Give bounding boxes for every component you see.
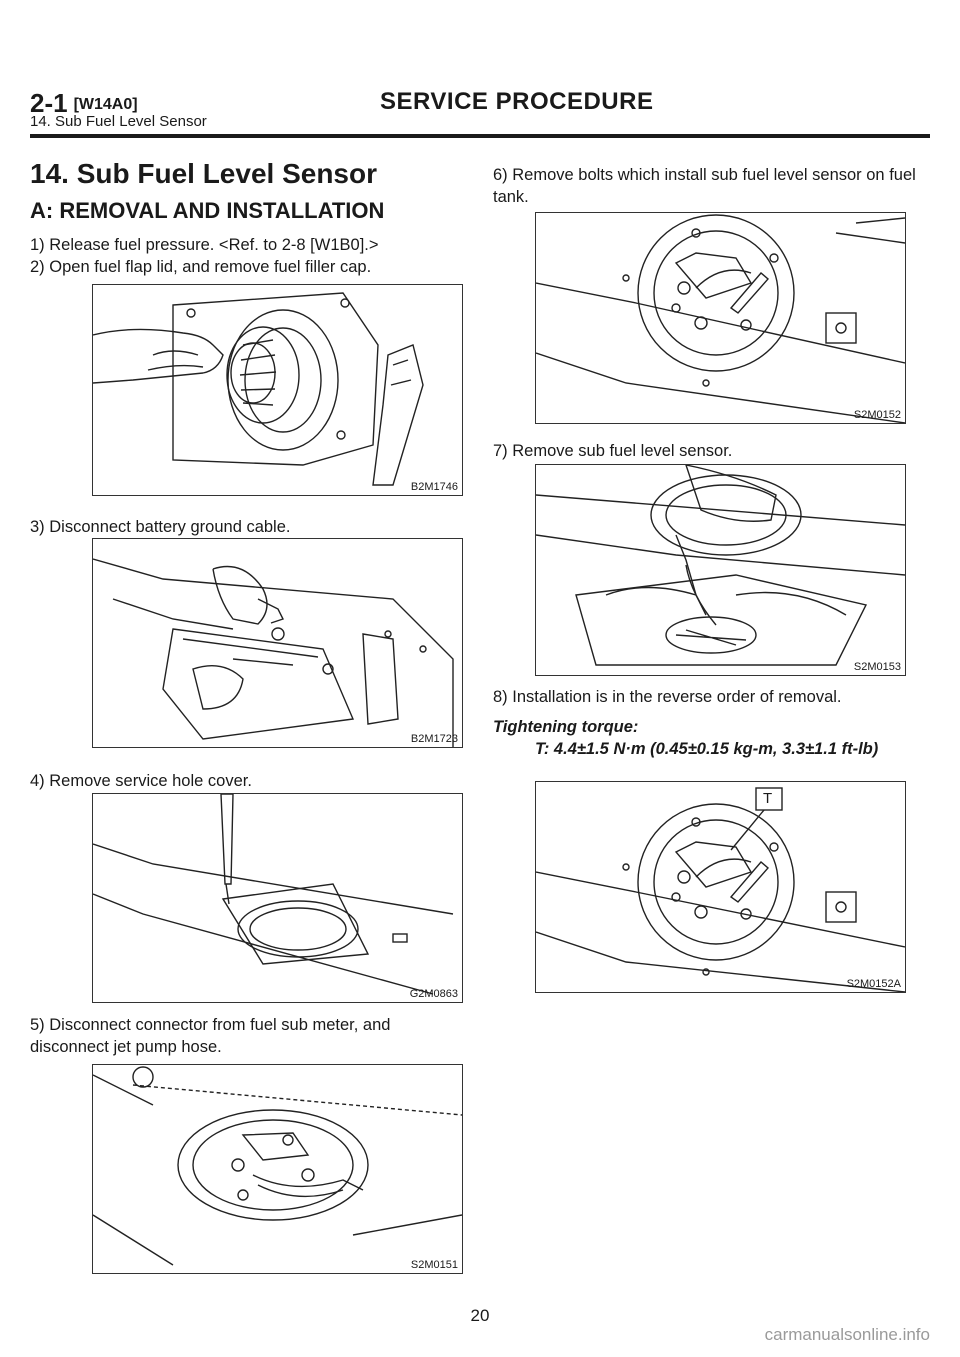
page-category-title: SERVICE PROCEDURE bbox=[380, 88, 654, 115]
page-subtitle: 14. Sub Fuel Level Sensor bbox=[30, 113, 207, 130]
installation-illustration bbox=[536, 787, 905, 992]
remove-sensor-illustration bbox=[536, 465, 905, 666]
figure-id: S2M0153 bbox=[853, 661, 901, 673]
section-heading: A: REMOVAL AND INSTALLATION bbox=[30, 198, 385, 223]
step-3: 3) Disconnect battery ground cable. bbox=[30, 518, 291, 536]
section-code: 2-1 [W14A0] bbox=[30, 88, 138, 119]
tightening-torque: Tightening torque: T: 4.4±1.5 N·m (0.45±… bbox=[493, 716, 913, 760]
step-8: 8) Installation is in the reverse order … bbox=[493, 688, 842, 706]
filler-cap-illustration bbox=[93, 292, 424, 486]
figure-id: G2M0863 bbox=[409, 988, 458, 1000]
watermark: carmanualsonline.info bbox=[764, 1325, 930, 1344]
header-divider bbox=[30, 134, 930, 138]
step-7: 7) Remove sub fuel level sensor. bbox=[493, 442, 733, 460]
torque-label: Tightening torque: bbox=[493, 718, 639, 736]
step-5: 5) Disconnect connector from fuel sub me… bbox=[30, 1016, 391, 1056]
figure-id: B2M1746 bbox=[410, 481, 458, 493]
torque-value: T: 4.4±1.5 N·m (0.45±0.15 kg-m, 3.3±1.1 … bbox=[535, 740, 879, 758]
figure-id: S2M0152 bbox=[853, 409, 901, 421]
step-2: 2) Open fuel flap lid, and remove fuel f… bbox=[30, 258, 372, 276]
section-reference: [W14A0] bbox=[73, 96, 138, 113]
figure-battery-ground-cable: B2M1723 bbox=[92, 538, 463, 748]
torque-callout-label: T bbox=[763, 790, 773, 807]
figure-id: B2M1723 bbox=[410, 733, 458, 745]
figure-service-hole-cover: G2M0863 bbox=[92, 793, 463, 1003]
figure-id: S2M0152A bbox=[846, 978, 901, 990]
figure-remove-sensor: S2M0153 bbox=[535, 464, 906, 676]
figure-fuel-filler-cap: B2M1746 bbox=[92, 284, 463, 496]
step-6: 6) Remove bolts which install sub fuel l… bbox=[493, 166, 916, 206]
step-1: 1) Release fuel pressure. <Ref. to 2-8 [… bbox=[30, 236, 379, 254]
sensor-bolts-illustration bbox=[536, 214, 905, 423]
connector-illustration bbox=[93, 1066, 462, 1266]
figure-installation-torque: T S2M0152A bbox=[535, 781, 906, 993]
step-4: 4) Remove service hole cover. bbox=[30, 772, 252, 790]
battery-illustration bbox=[93, 558, 454, 747]
figure-id: S2M0151 bbox=[410, 1259, 458, 1271]
chapter-number: 2-1 bbox=[30, 88, 68, 118]
page-heading: 14. Sub Fuel Level Sensor bbox=[30, 158, 378, 189]
figure-connector-jet-pump: S2M0151 bbox=[92, 1064, 463, 1274]
service-hole-illustration bbox=[93, 794, 454, 995]
figure-sensor-bolts: S2M0152 bbox=[535, 212, 906, 424]
page-number: 20 bbox=[470, 1306, 490, 1325]
